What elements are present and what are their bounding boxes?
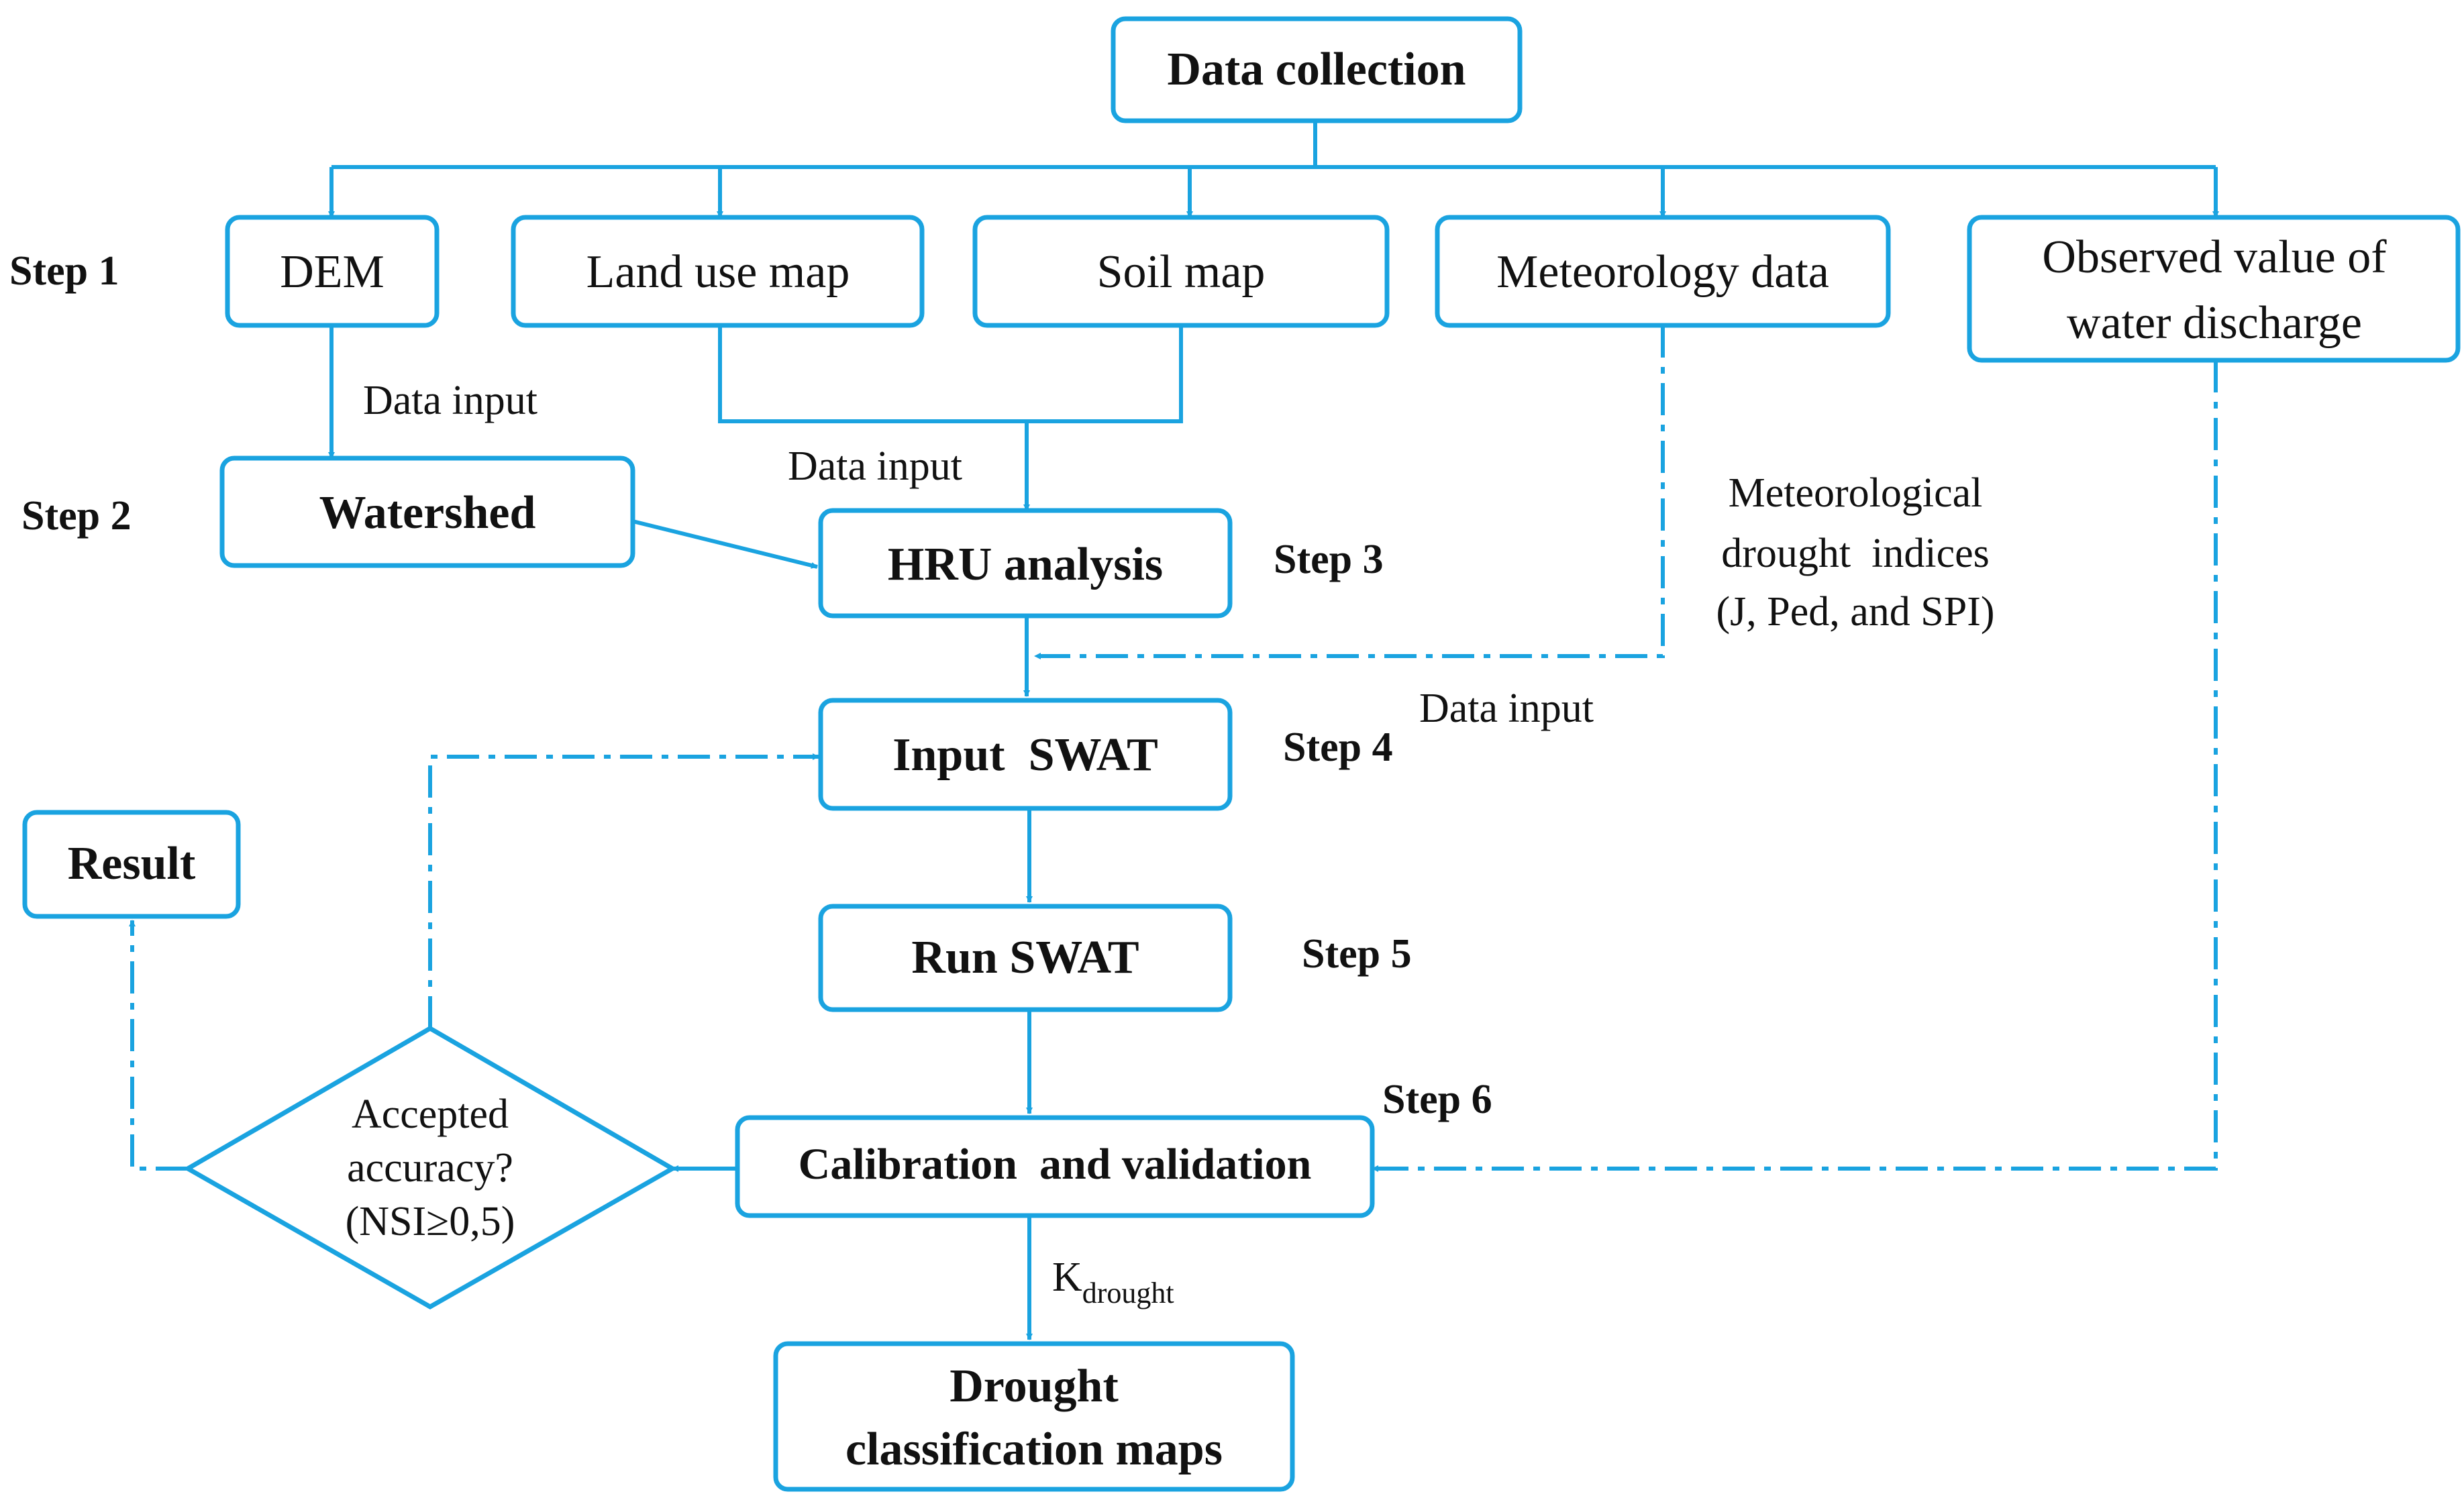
data-input-label-met: Data input	[1419, 686, 1594, 731]
data-input-label-maps: Data input	[788, 443, 962, 489]
k-drought-main: K	[1052, 1254, 1082, 1300]
data-input-label-dem: Data input	[363, 378, 537, 423]
step-labels: Step 1 Step 2 Step 3 Step 4 Step 5 Step …	[9, 248, 1492, 1122]
result-box	[22, 810, 241, 919]
drought-maps-label-line2: classification maps	[845, 1424, 1223, 1475]
hru-analysis-box	[818, 508, 1233, 619]
soil-map-box	[972, 215, 1390, 328]
k-drought-subscript: drought	[1082, 1277, 1174, 1309]
land-use-map-box	[511, 215, 925, 328]
run-swat-box	[818, 904, 1233, 1012]
dem-label: DEM	[280, 246, 384, 298]
nodes	[22, 16, 2461, 1492]
met-indices-label-line3: (J, Ped, and SPI)	[1716, 589, 1994, 635]
connector-result-dashed	[129, 920, 188, 1171]
k-drought-label: Kdrought	[1052, 1254, 1174, 1309]
meteorology-data-label: Meteorology data	[1496, 246, 1829, 298]
met-indices-label-line1: Meteorological	[1729, 470, 1983, 516]
step-6-label: Step 6	[1382, 1077, 1492, 1122]
step-3-label: Step 3	[1274, 537, 1384, 582]
input-swat-box	[818, 698, 1233, 811]
drought-maps-box	[773, 1341, 1295, 1492]
observed-discharge-label-line1: Observed value of	[2042, 231, 2387, 283]
watershed-box	[219, 455, 635, 568]
soil-map-label: Soil map	[1097, 246, 1266, 298]
edge-labels: Data input Data input Data input Meteoro…	[363, 378, 1995, 1309]
arrow-watershed-to-hru	[632, 519, 818, 569]
decision-label-line3: (NSI≥0,5)	[346, 1199, 515, 1244]
meteorology-data-box	[1435, 215, 1891, 328]
step-4-label: Step 4	[1283, 725, 1393, 770]
calibration-box	[735, 1115, 1375, 1218]
data-collection-box	[1111, 16, 1523, 123]
decision-label-line1: Accepted	[352, 1091, 509, 1137]
dem-box	[225, 215, 440, 328]
watershed-label: Watershed	[319, 487, 536, 539]
met-indices-label-line2: drought indices	[1721, 531, 1990, 576]
connector-meteorology-dashed	[1034, 325, 1665, 659]
node-labels: Data collection DEM Land use map Soil ma…	[68, 44, 2388, 1475]
result-label: Result	[68, 838, 196, 890]
connector-feedback-dashed	[428, 753, 819, 1028]
step-2-label: Step 2	[21, 493, 132, 539]
connectors	[129, 121, 2219, 1340]
step-5-label: Step 5	[1302, 931, 1412, 977]
hru-analysis-label: HRU analysis	[888, 539, 1163, 590]
connector-maps-join	[718, 323, 1183, 423]
land-use-map-label: Land use map	[586, 246, 850, 298]
drought-maps-label-line1: Drought	[949, 1360, 1119, 1412]
observed-discharge-label-line2: water discharge	[2067, 297, 2362, 349]
calibration-label: Calibration and validation	[799, 1140, 1312, 1189]
connector-observed-dashed	[1372, 360, 2218, 1172]
input-swat-label: Input SWAT	[892, 729, 1158, 781]
decision-diamond	[183, 1025, 678, 1310]
decision-label-line2: accuracy?	[347, 1145, 513, 1191]
observed-discharge-box	[1967, 215, 2461, 363]
data-collection-label: Data collection	[1167, 44, 1466, 95]
step-1-label: Step 1	[9, 248, 119, 294]
run-swat-label: Run SWAT	[911, 932, 1139, 983]
